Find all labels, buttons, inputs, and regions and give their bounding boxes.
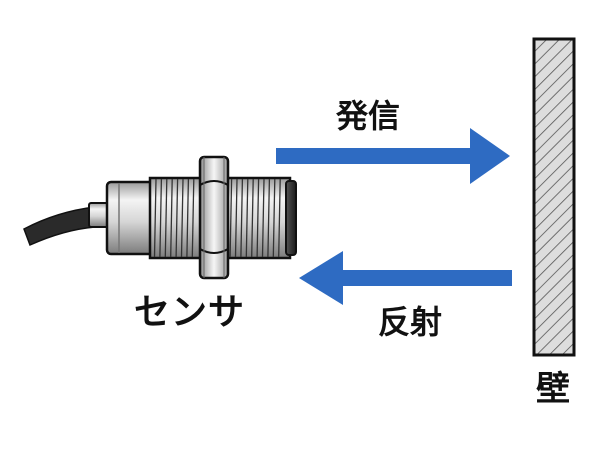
sensor-label: センサ — [134, 292, 246, 333]
thread-ridge — [272, 178, 276, 258]
sensor-rear-collar — [105, 180, 155, 256]
thread-ridge — [251, 178, 254, 258]
thread-ridge — [191, 178, 195, 258]
thread-ridge — [267, 178, 271, 258]
wall-label: 壁 — [536, 369, 570, 409]
sensor-cable — [23, 206, 96, 247]
proximity-sensor-icon — [23, 155, 297, 280]
send-label: 発信 — [336, 97, 401, 135]
hatched-wall-icon — [532, 37, 576, 357]
thread-ridge — [240, 178, 244, 258]
thread-ridge — [261, 178, 265, 258]
thread-ridge — [256, 178, 260, 258]
thread-ridge — [245, 178, 249, 258]
thread-ridge — [175, 178, 179, 258]
thread-ridge — [229, 178, 233, 258]
thread-ridge — [164, 178, 168, 258]
sensor-nut — [198, 155, 230, 280]
thread-ridge — [159, 178, 163, 258]
thread-ridge — [180, 178, 184, 258]
thread-ridge — [234, 178, 238, 258]
thread-ridge — [170, 178, 173, 258]
reflect-label: 反射 — [378, 303, 443, 341]
thread-ridge — [186, 178, 190, 258]
sensor-sensing-face — [285, 180, 297, 256]
sensor-threads — [153, 178, 281, 258]
thread-ridge — [278, 178, 281, 258]
thread-ridge — [153, 178, 157, 258]
send-arrow — [276, 128, 510, 184]
reflect-arrow — [299, 251, 512, 305]
